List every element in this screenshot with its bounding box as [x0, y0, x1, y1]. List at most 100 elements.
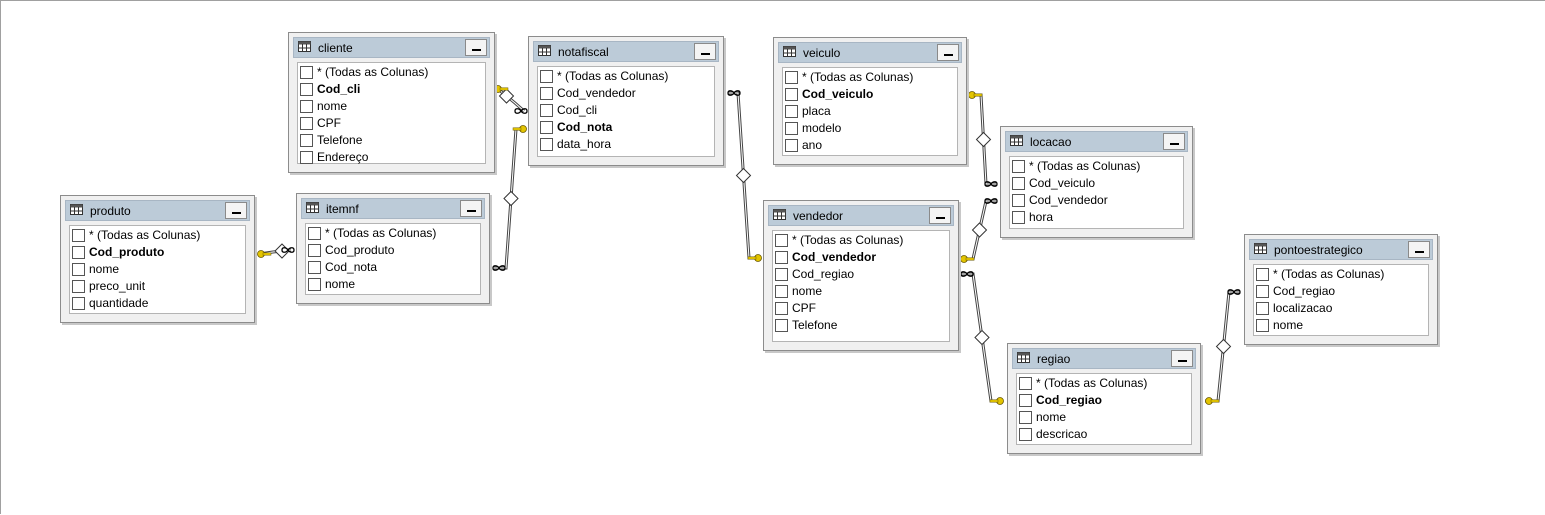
column-name: Endereço [317, 150, 369, 164]
column-checkbox[interactable] [72, 297, 85, 310]
table-header[interactable]: itemnf [301, 198, 485, 219]
column-checkbox[interactable] [1256, 285, 1269, 298]
column-name: descricao [1036, 427, 1088, 441]
column-checkbox[interactable] [300, 151, 313, 164]
column-checkbox[interactable] [308, 227, 321, 240]
column-checkbox[interactable] [300, 100, 313, 113]
column-name: ano [802, 138, 823, 152]
column-checkbox[interactable] [300, 66, 313, 79]
column-checkbox[interactable] [775, 268, 788, 281]
minimize-button[interactable] [1171, 350, 1193, 367]
column-name: * (Todas as Colunas) [325, 226, 437, 240]
column-name: * (Todas as Colunas) [1036, 376, 1148, 390]
minimize-button[interactable] [694, 43, 716, 60]
column-checkbox[interactable] [72, 263, 85, 276]
column-checkbox[interactable] [785, 139, 798, 152]
column-checkbox[interactable] [1019, 377, 1032, 390]
column-checkbox[interactable] [1012, 194, 1025, 207]
table-header[interactable]: regiao [1012, 348, 1196, 369]
minimize-icon [944, 54, 953, 56]
column-checkbox[interactable] [785, 105, 798, 118]
column-checkbox[interactable] [72, 246, 85, 259]
column-name: placa [802, 104, 831, 118]
column-checkbox[interactable] [1012, 211, 1025, 224]
minimize-button[interactable] [929, 207, 951, 224]
table-name: notafiscal [558, 45, 609, 59]
column-name: * (Todas as Colunas) [317, 65, 429, 79]
column-checkbox[interactable] [1019, 428, 1032, 441]
column-checkbox[interactable] [775, 234, 788, 247]
column-name: nome [1036, 410, 1067, 424]
table-header[interactable]: notafiscal [533, 41, 719, 62]
column-name: Telefone [317, 133, 363, 147]
table-pontoestrategico[interactable]: pontoestrategico * (Todas as Colunas)Cod… [1244, 234, 1438, 345]
table-header[interactable]: produto [65, 200, 250, 221]
table-header[interactable]: cliente [293, 37, 490, 58]
minimize-button[interactable] [225, 202, 247, 219]
column-checkbox[interactable] [308, 278, 321, 291]
column-checkbox[interactable] [300, 117, 313, 130]
key-icon [512, 125, 527, 133]
column-checkbox[interactable] [540, 138, 553, 151]
column-checkbox[interactable] [1012, 177, 1025, 190]
column-name: Telefone [792, 318, 838, 332]
column-checkbox[interactable] [775, 319, 788, 332]
table-name: regiao [1037, 352, 1071, 366]
table-name: veiculo [803, 46, 841, 60]
column-checkbox[interactable] [785, 122, 798, 135]
column-checkbox[interactable] [540, 70, 553, 83]
column-checkbox[interactable] [72, 280, 85, 293]
table-icon [538, 45, 551, 56]
minimize-button[interactable] [1163, 133, 1185, 150]
minimize-button[interactable] [1408, 241, 1430, 258]
minimize-icon [232, 212, 241, 214]
table-name: produto [90, 204, 131, 218]
column-checkbox[interactable] [308, 244, 321, 257]
column-checkbox[interactable] [1256, 302, 1269, 315]
column-checkbox[interactable] [1019, 394, 1032, 407]
table-name: pontoestrategico [1274, 243, 1363, 257]
column-checkbox[interactable] [1019, 411, 1032, 424]
column-checkbox[interactable] [1256, 319, 1269, 332]
column-checkbox[interactable] [540, 104, 553, 117]
column-checkbox[interactable] [1012, 160, 1025, 173]
table-header[interactable]: vendedor [768, 205, 954, 226]
table-notafiscal[interactable]: notafiscal * (Todas as Colunas)Cod_vende… [528, 36, 724, 166]
column-checkbox[interactable] [1256, 268, 1269, 281]
infinity-icon [960, 271, 974, 277]
table-header[interactable]: locacao [1005, 131, 1188, 152]
column-checkbox[interactable] [775, 302, 788, 315]
minimize-button[interactable] [937, 44, 959, 61]
column-checkbox[interactable] [785, 71, 798, 84]
key-icon [968, 91, 983, 99]
table-icon [306, 202, 319, 213]
key-icon [960, 255, 975, 263]
column-checkbox[interactable] [785, 88, 798, 101]
column-checkbox[interactable] [300, 83, 313, 96]
table-vendedor[interactable]: vendedor * (Todas as Colunas)Cod_vendedo… [763, 200, 959, 351]
table-header[interactable]: veiculo [778, 42, 962, 63]
column-checkbox[interactable] [540, 121, 553, 134]
column-checkbox[interactable] [72, 229, 85, 242]
column-checkbox[interactable] [308, 261, 321, 274]
column-checkbox[interactable] [775, 285, 788, 298]
table-header[interactable]: pontoestrategico [1249, 239, 1433, 260]
infinity-icon [984, 181, 998, 187]
minimize-button[interactable] [465, 39, 487, 56]
column-checkbox[interactable] [540, 87, 553, 100]
minimize-icon [1170, 143, 1179, 145]
column-checkbox[interactable] [300, 134, 313, 147]
table-icon [70, 204, 83, 215]
column-checkbox[interactable] [775, 251, 788, 264]
minimize-icon [701, 53, 710, 55]
minimize-button[interactable] [460, 200, 482, 217]
column-name: Cod_regiao [792, 267, 855, 281]
